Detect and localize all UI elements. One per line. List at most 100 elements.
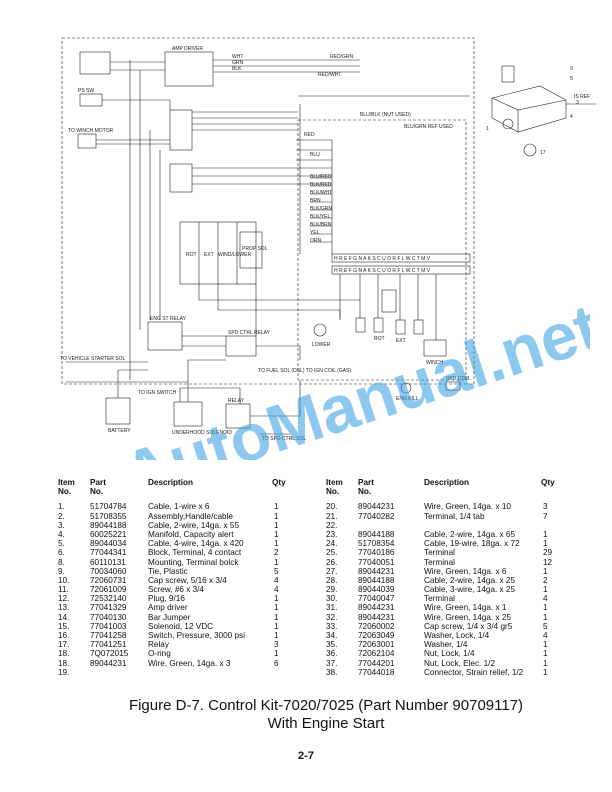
diagram-label-grn: GRN	[232, 60, 244, 66]
header-item-no: No.	[326, 487, 340, 497]
cell-part: 77041329	[90, 603, 127, 613]
cell-part: 51708355	[90, 511, 127, 521]
diagram-callout-1: 1	[486, 126, 489, 132]
diagram-label-lower: LOWER	[312, 342, 331, 348]
cell-qty: 2	[543, 575, 548, 585]
cell-description: Amp driver	[148, 603, 188, 613]
cell-item: 28.	[326, 575, 338, 585]
cell-description: Assembly,Handle/cable	[148, 511, 233, 521]
cell-description: Terminal	[424, 548, 455, 558]
diagram-label-blu: BLU	[310, 152, 320, 158]
relay-box	[225, 403, 251, 429]
cell-item: 18.	[58, 658, 70, 668]
cell-description: Plug, 9/16	[148, 594, 185, 604]
diagram-label-ext: EXT	[396, 338, 406, 344]
diagram-label-to-vehicle-starter: TO VEHICLE STARTER SOL	[60, 356, 126, 362]
cell-item: 37.	[326, 658, 338, 668]
cell-qty: 1	[543, 640, 548, 650]
diagram-label-to-winch-motor: TO WINCH MOTOR	[68, 128, 113, 134]
cell-item: 8.	[58, 557, 65, 567]
diagram-label-rot: ROT	[374, 336, 385, 342]
diagram-label-wht: WHT	[232, 54, 243, 60]
diagram-label-ext-box: EXT	[204, 252, 214, 258]
cell-description: Cable, 3-wire, 14ga. x 25	[424, 585, 516, 595]
cell-description: Terminal, 1/4 tab	[424, 511, 485, 521]
diagram-label-to-ign-switch: TO IGN SWITCH	[138, 390, 177, 396]
cell-part: 89044231	[90, 658, 127, 668]
cell-item: 2.	[58, 511, 65, 521]
cell-qty: 5	[274, 566, 279, 576]
diagram-label-spd-ctrl-relay: SPD CTRL RELAY	[228, 330, 271, 336]
header-item: Item	[326, 478, 343, 487]
cell-item: 15.	[58, 621, 70, 631]
cell-qty: 7	[543, 511, 548, 521]
control-box-outline	[297, 119, 467, 381]
diagram-label-red-wht: RED/WHT	[318, 72, 341, 78]
header-description: Description	[148, 478, 194, 487]
parts-header-row-2: No. No.	[58, 487, 296, 496]
cell-part: 89044034	[90, 539, 127, 549]
cell-part: 72532140	[90, 594, 127, 604]
diagram-label-yel: YEL	[310, 230, 320, 236]
header-part: Part	[358, 478, 374, 487]
diagram-callout-5: 5	[570, 76, 573, 82]
parts-header-row-2: No. No.	[326, 487, 558, 496]
cell-part: 51704784	[90, 502, 127, 512]
diagram-label-prop-sol: PROP SOL	[242, 246, 268, 252]
cell-description: Washer, 1/4	[424, 640, 468, 650]
terminal-block-lower	[169, 163, 193, 193]
cell-description: Mounting, Terminal bolck	[148, 557, 239, 567]
diagram-label-blk-brn: BLK/BRN	[310, 222, 332, 228]
diagram-label-winch: WINCH	[426, 360, 443, 366]
cell-description: Nut, Lock, Elec. 1/2	[424, 658, 495, 668]
header-item-no: No.	[58, 487, 72, 497]
cell-description: Cable, 2-wire, 14ga. x 25	[424, 575, 516, 585]
connector-strip-bottom	[331, 265, 471, 275]
cell-part: 77040047	[358, 594, 395, 604]
header-part-no: No.	[90, 487, 104, 497]
cell-description: Wire, Green, 14ga. x 6	[424, 566, 507, 576]
diagram-label-to-spd-ctrl: TO SPD CTRL SOL	[262, 436, 306, 442]
cell-item: 13.	[58, 603, 70, 613]
cell-part: 89044231	[358, 612, 395, 622]
cell-qty: 1	[543, 539, 548, 549]
cell-description: Cable, 1-wire x 6	[148, 502, 210, 512]
cell-description: Tie, Plastic	[148, 566, 188, 576]
cell-item: 21.	[326, 511, 338, 521]
cell-part: 72061009	[90, 585, 127, 595]
diagram-label-spd-ctrl: SPD CTRL	[446, 376, 471, 382]
prop-sol-box	[239, 231, 263, 269]
cell-item: 18.	[58, 649, 70, 659]
diagram-label-underhood-solenoid: UNDERHOOD SOLENOID	[172, 430, 232, 436]
parts-list-right: Item Part Description Qty No. No. 20.890…	[326, 478, 558, 677]
cell-description: Manifold, Capacity alert	[148, 529, 234, 539]
diagram-label-to-fuel-sol: TO FUEL SOL (DSL) TO IGN COIL (GAS)	[258, 368, 351, 374]
header-part: Part	[90, 478, 106, 487]
cell-part: 89044231	[358, 566, 395, 576]
cell-qty: 29	[543, 548, 553, 558]
cell-description: Wire, Green, 14ga. x 3	[148, 658, 231, 668]
underhood-solenoid-box	[173, 401, 203, 427]
cell-description: Cable, 4-wire, 14ga. x 420	[148, 539, 244, 549]
cell-part: 60110131	[90, 557, 126, 567]
cell-item: 22.	[326, 520, 338, 530]
top-relay-box	[79, 51, 111, 75]
cell-qty: 1	[274, 612, 279, 622]
cell-description: Nut, Lock, 1/4	[424, 649, 475, 659]
